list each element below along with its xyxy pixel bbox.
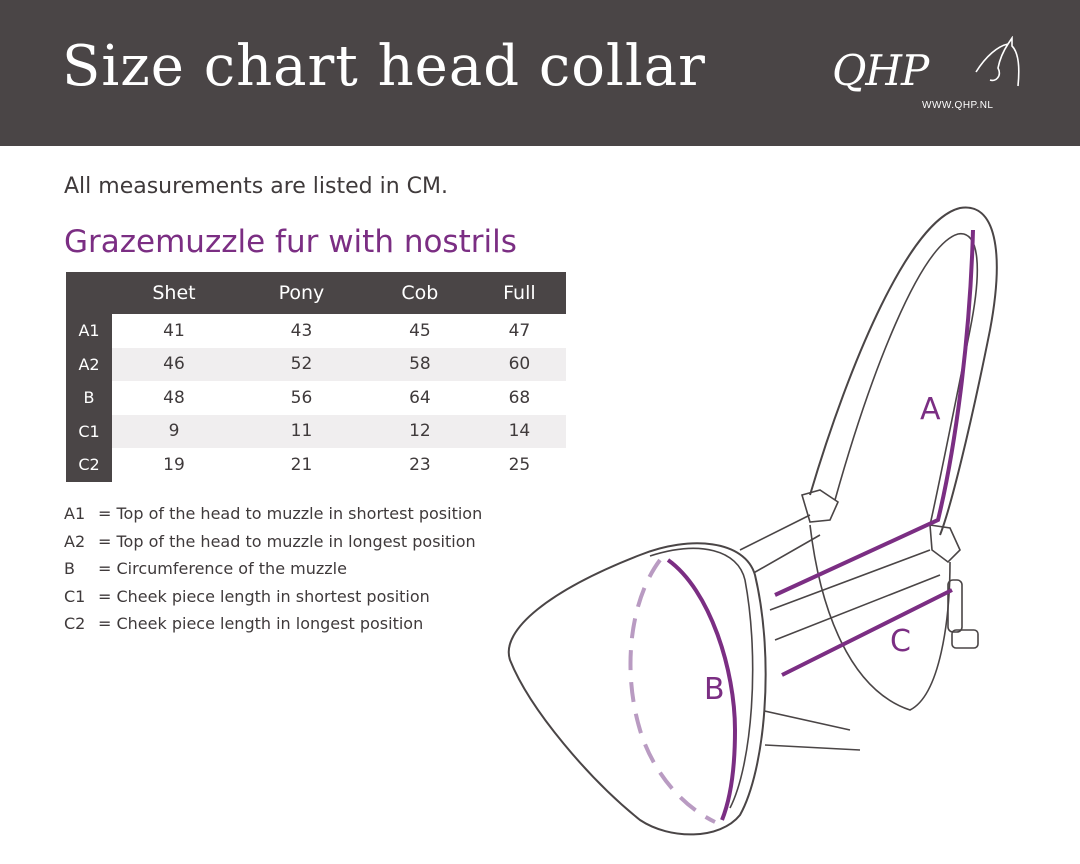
table-cell: 21 — [290, 454, 313, 475]
column-header: Pony — [235, 272, 367, 314]
legend-list: A1 = Top of the head to muzzle in shortes… — [64, 500, 482, 638]
table-cell: 48 — [163, 387, 185, 408]
upper-strap — [739, 514, 821, 576]
legend-text: = Top of the head to muzzle in shortest … — [98, 504, 483, 523]
table-corner — [66, 272, 112, 314]
cheek-strap — [769, 549, 941, 641]
legend-item: C1 = Cheek piece length in shortest posit… — [64, 583, 482, 611]
table-row: A2 46 52 58 60 — [66, 347, 566, 381]
diagram-label-c: C — [890, 624, 911, 659]
table-cell: 58 — [366, 347, 473, 381]
measure-b-dashed — [628, 558, 716, 824]
throat-strap — [809, 524, 951, 711]
muzzle-illustration — [507, 206, 998, 836]
table-row: C2 19 21 23 25 — [66, 448, 566, 482]
table-row: A1 41 43 45 47 — [66, 314, 566, 348]
head-collar-diagram: A B C — [490, 190, 1070, 860]
legend-item: C2 = Cheek piece length in longest positi… — [64, 610, 482, 638]
legend-item: B = Circumference of the muzzle — [64, 555, 482, 583]
row-header: C2 — [66, 448, 112, 482]
legend-text: = Circumference of the muzzle — [98, 559, 347, 578]
legend-text: = Cheek piece length in longest position — [98, 614, 424, 633]
table-cell: 60 — [472, 347, 566, 381]
table-cell: 43 — [290, 320, 313, 341]
legend-text: = Top of the head to muzzle in longest p… — [98, 531, 476, 551]
muzzle-rim — [649, 547, 754, 809]
size-table: Shet Pony Cob Full A1 41 43 45 47 A2 46 … — [66, 272, 566, 482]
legend-key: A1 — [64, 504, 86, 523]
headpiece-strap-inner — [834, 233, 979, 526]
header-bar: Size chart head collar QHP WWW.QHP.NL — [0, 0, 1080, 146]
column-header: Full — [472, 272, 566, 314]
horse-head-icon — [975, 36, 1020, 87]
legend-key: A2 — [64, 531, 86, 551]
legend-key: C1 — [64, 586, 86, 606]
column-header: Cob — [366, 272, 473, 314]
row-header: C1 — [66, 414, 112, 448]
logo-url: WWW.QHP.NL — [922, 100, 994, 111]
muzzle-outline — [507, 542, 767, 836]
row-header: B — [66, 381, 112, 415]
page-title: Size chart head collar — [62, 34, 706, 99]
table-cell: 11 — [235, 414, 367, 448]
product-title: Grazemuzzle fur with nostrils — [64, 224, 517, 260]
measure-c-line — [781, 588, 953, 677]
table-cell: 52 — [235, 347, 367, 381]
diagram-label-b: B — [704, 672, 725, 707]
table-cell: 23 — [409, 454, 431, 475]
legend-key: C2 — [64, 614, 86, 633]
table-row: B 48 56 64 68 — [66, 381, 566, 415]
legend-item: A1 = Top of the head to muzzle in shortes… — [64, 500, 482, 528]
table-cell: 56 — [290, 387, 313, 408]
upper-ring — [801, 489, 840, 523]
table-cell: 25 — [508, 454, 531, 475]
row-header: A2 — [66, 347, 112, 381]
measure-a-line — [774, 229, 975, 597]
table-cell: 46 — [112, 347, 236, 381]
table-row: C1 9 11 12 14 — [66, 414, 566, 448]
table-cell: 45 — [409, 320, 431, 341]
measurement-note: All measurements are listed in CM. — [64, 174, 448, 199]
column-header: Shet — [112, 272, 236, 314]
brand-logo: QHP WWW.QHP.NL — [826, 36, 1026, 118]
legend-item: A2 = Top of the head to muzzle in longest… — [64, 528, 482, 556]
measure-b-line — [666, 558, 738, 821]
cheek-ring — [929, 524, 961, 564]
table-header-row: Shet Pony Cob Full — [66, 272, 566, 314]
row-header: A1 — [66, 314, 112, 348]
logo-text: QHP — [832, 46, 929, 95]
legend-key: B — [64, 559, 75, 578]
table-cell: 19 — [163, 454, 185, 475]
table-cell: 64 — [409, 387, 431, 408]
table-cell: 68 — [508, 387, 531, 408]
table-cell: 9 — [112, 414, 236, 448]
table-cell: 12 — [366, 414, 473, 448]
table-cell: 41 — [163, 320, 185, 341]
table-cell: 47 — [508, 320, 531, 341]
lower-strap — [759, 709, 861, 751]
diagram-label-a: A — [920, 392, 941, 427]
table-cell: 14 — [472, 414, 566, 448]
clip-icon — [947, 579, 963, 633]
headpiece-strap — [809, 206, 998, 536]
legend-text: = Cheek piece length in shortest positio… — [98, 586, 430, 606]
